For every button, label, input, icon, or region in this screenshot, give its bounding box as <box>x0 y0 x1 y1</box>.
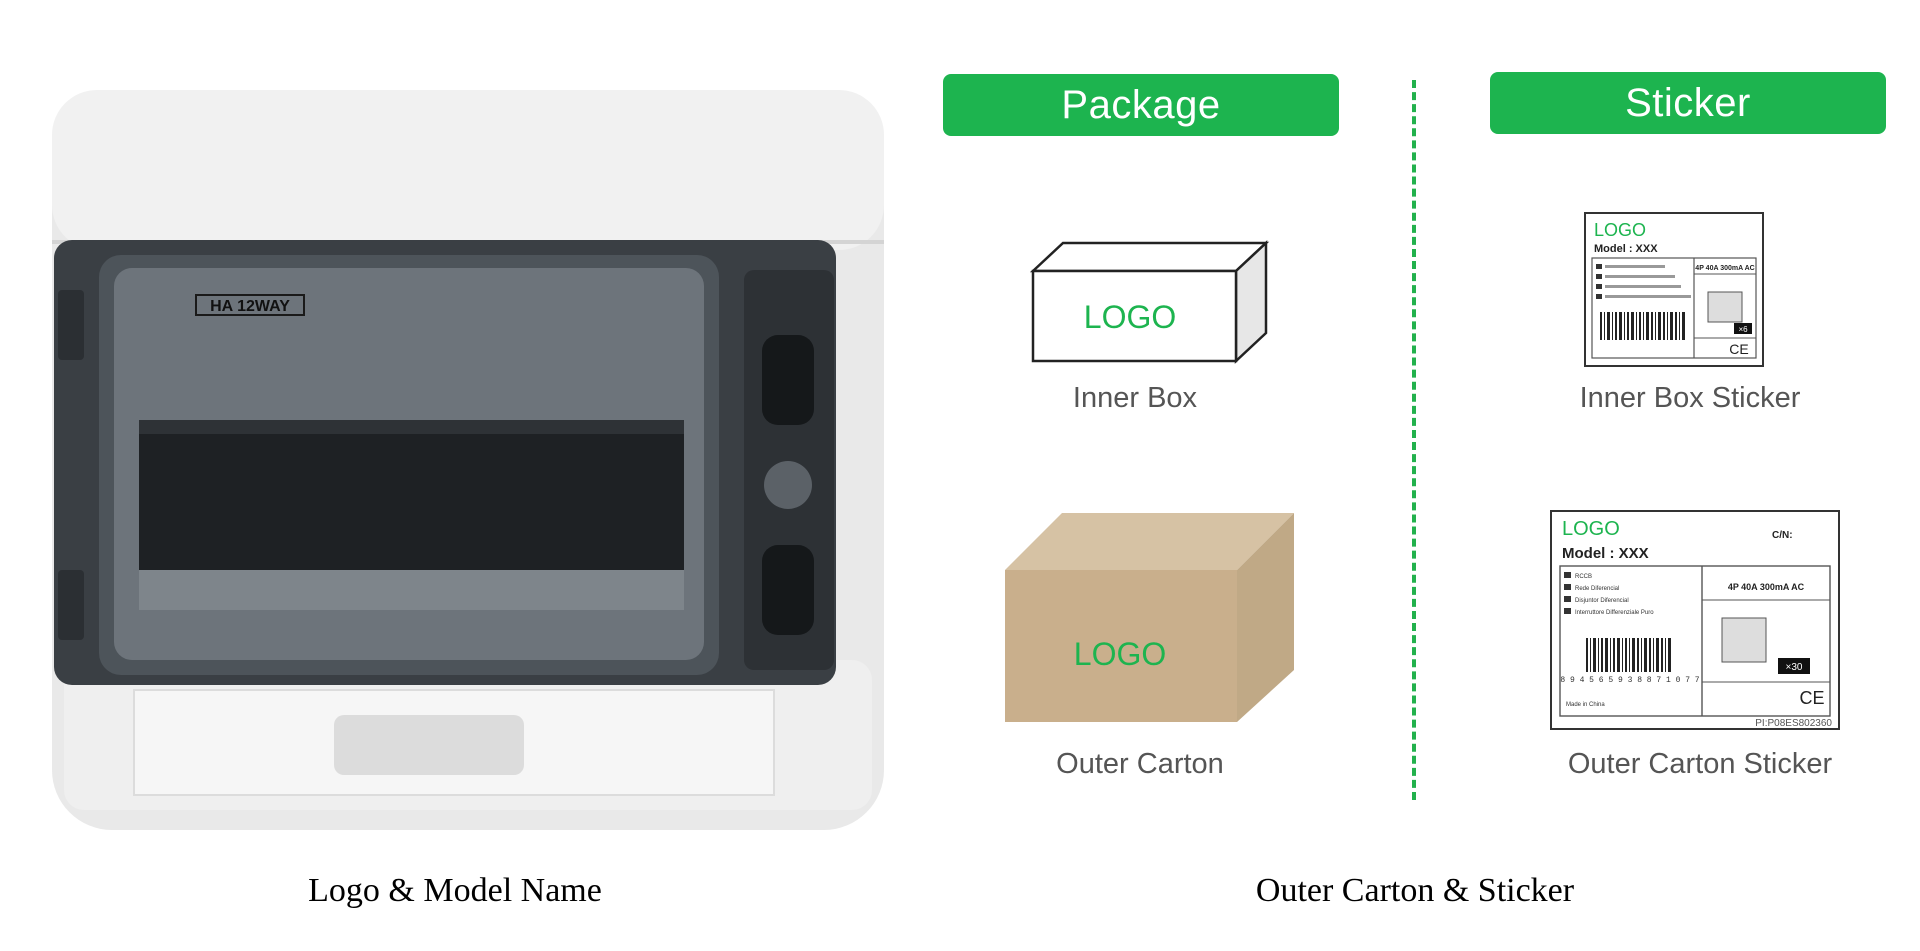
blurred-logo <box>334 715 524 775</box>
inner-sticker-qty: ×6 <box>1738 325 1748 334</box>
package-header: Package <box>943 74 1339 136</box>
logo-model-caption: Logo & Model Name <box>308 872 602 909</box>
inner-box-caption: Inner Box <box>1072 382 1198 414</box>
outer-sticker-line-4: Interruttore Differenziale Puro <box>1575 610 1654 616</box>
outer-carton-sticker-illustration: LOGO C/N: Model : XXX RCCB Rede Diferenc… <box>1550 510 1840 730</box>
outer-sticker-ce-mark: CE <box>1799 688 1824 708</box>
inner-box-illustration: LOGO <box>1030 240 1270 364</box>
outer-sticker-barcode-digits: 8 9 4 5 6 5 9 3 8 8 7 1 0 7 7 <box>1560 676 1699 685</box>
outer-sticker-line-2: Rede Diferencial <box>1575 586 1619 592</box>
outer-sticker-made-in: Made in China <box>1566 702 1605 708</box>
package-title: Package <box>1061 82 1221 127</box>
inner-box-logo: LOGO <box>1084 299 1176 335</box>
outer-carton-illustration: LOGO <box>1005 513 1294 722</box>
inner-sticker-model: Model : XXX <box>1594 243 1658 255</box>
outer-carton-caption: Outer Carton <box>1056 748 1224 780</box>
outer-carton-sticker-caption: Outer Carton Sticker <box>1567 748 1833 780</box>
inner-sticker-logo: LOGO <box>1594 220 1646 240</box>
outer-sticker-line-3: Disjuntor Diferencial <box>1575 598 1629 604</box>
outer-sticker-model: Model : XXX <box>1562 545 1649 562</box>
inner-box-sticker-illustration: LOGO Model : XXX 4P 40A 300mA AC ×6 CE <box>1584 212 1764 367</box>
sticker-header: Sticker <box>1490 72 1886 134</box>
outer-sticker-spec: 4P 40A 300mA AC <box>1728 582 1805 592</box>
inner-sticker-spec: 4P 40A 300mA AC <box>1695 265 1754 272</box>
inner-sticker-ce-mark: CE <box>1729 341 1748 357</box>
outer-sticker-pi: PI:P08ES802360 <box>1755 718 1832 729</box>
outer-carton-logo: LOGO <box>1074 636 1166 672</box>
outer-sticker-logo: LOGO <box>1562 518 1620 540</box>
outer-sticker-cn: C/N: <box>1772 530 1793 541</box>
sticker-title: Sticker <box>1625 80 1751 125</box>
section-divider <box>1412 80 1416 800</box>
distribution-box-image: HA 12WAY <box>52 90 884 830</box>
outer-sticker-line-1: RCCB <box>1575 574 1592 580</box>
outer-sticker-qty: ×30 <box>1786 662 1803 673</box>
inner-box-sticker-caption: Inner Box Sticker <box>1579 382 1801 414</box>
model-label: HA 12WAY <box>210 298 290 315</box>
outer-carton-sticker-bottom-caption: Outer Carton & Sticker <box>1255 872 1575 909</box>
